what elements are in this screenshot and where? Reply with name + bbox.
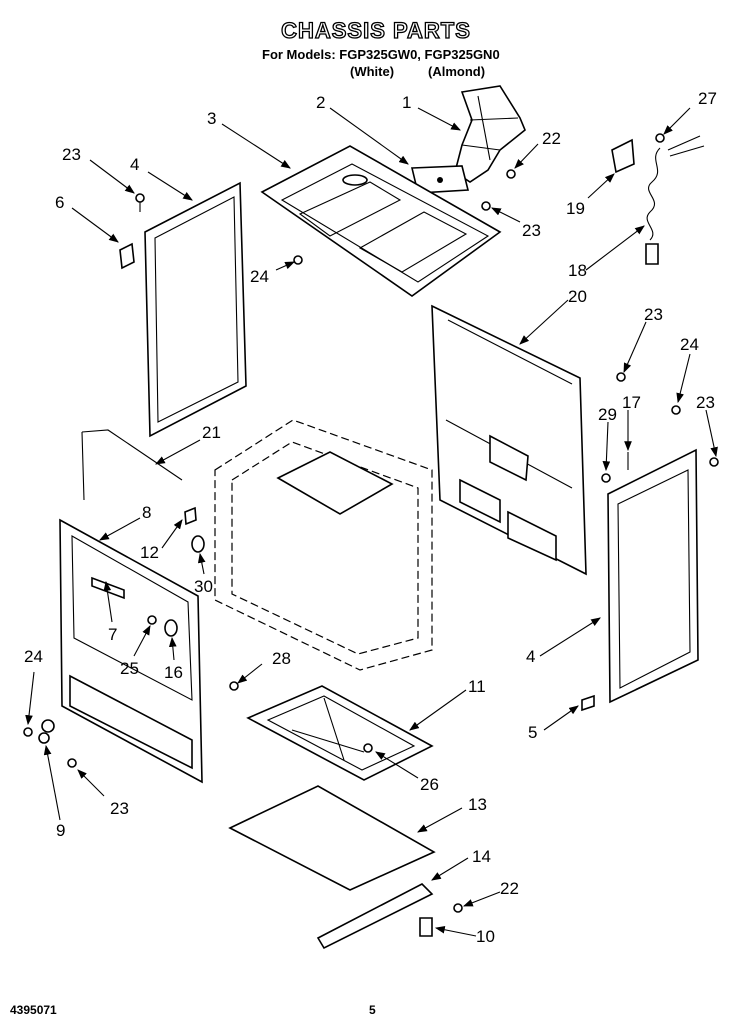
rail-part — [316, 883, 434, 950]
models-line: For Models: FGP325GW0, FGP325GN0 — [262, 47, 500, 62]
callout-24-top: 24 — [250, 267, 269, 286]
callout-2: 2 — [316, 93, 325, 112]
screw-part-22a — [506, 169, 516, 179]
callout-23-bottom: 23 — [110, 799, 129, 818]
page-title: CHASSIS PARTS — [280, 17, 471, 43]
callout-19: 19 — [566, 199, 585, 218]
screw-part-26 — [363, 743, 373, 753]
callout-26: 26 — [420, 775, 439, 794]
bottom-panel-part — [228, 785, 436, 891]
page-number: 5 — [369, 1003, 376, 1017]
callout-14: 14 — [472, 847, 491, 866]
callout-23-rear: 23 — [644, 305, 663, 324]
leveling-leg-part — [23, 719, 77, 768]
callout-23-top-left: 23 — [62, 145, 81, 164]
leveling-foot-part — [419, 917, 433, 937]
callout-8: 8 — [142, 503, 151, 522]
gasket-strip-part — [81, 429, 183, 501]
callout-16: 16 — [164, 663, 183, 682]
callout-23-right: 23 — [696, 393, 715, 412]
plug-button-part — [191, 535, 205, 553]
variant-white: (White) — [350, 64, 395, 79]
callout-3: 3 — [207, 109, 216, 128]
heat-deflector-part — [454, 85, 526, 183]
screw-part-23b — [481, 201, 491, 211]
callout-23-top: 23 — [522, 221, 541, 240]
callout-25: 25 — [120, 659, 139, 678]
power-cord-part — [611, 133, 705, 265]
callout-30: 30 — [194, 577, 213, 596]
screw-part-24b — [671, 405, 681, 415]
callout-18: 18 — [568, 261, 587, 280]
callout-24-left: 24 — [24, 647, 43, 666]
callout-1: 1 — [402, 93, 411, 112]
screw-part-29 — [601, 473, 611, 483]
variant-almond: (Almond) — [428, 64, 486, 79]
callout-7: 7 — [108, 625, 117, 644]
callout-6: 6 — [55, 193, 64, 212]
igniter-clip-part — [184, 506, 197, 526]
side-panel-left-part — [144, 181, 247, 438]
callout-22-top: 22 — [542, 129, 561, 148]
hole-plug-part — [164, 619, 178, 637]
callout-22-bottom: 22 — [500, 879, 519, 898]
callout-12: 12 — [140, 543, 159, 562]
side-panel-right-part — [607, 448, 699, 704]
callout-27: 27 — [698, 89, 717, 108]
callout-29: 29 — [598, 405, 617, 424]
callout-17: 17 — [622, 393, 641, 412]
rear-panel-part — [431, 304, 587, 576]
screw-part-22b — [453, 903, 463, 913]
callout-21: 21 — [202, 423, 221, 442]
clip-part — [119, 242, 135, 270]
screw-part-23a — [135, 193, 145, 212]
front-frame-part — [59, 518, 203, 784]
callout-24-right: 24 — [680, 335, 699, 354]
callout-13: 13 — [468, 795, 487, 814]
callout-20: 20 — [568, 287, 587, 306]
callout-9: 9 — [56, 821, 65, 840]
callout-4-right: 4 — [526, 647, 535, 666]
cooktop-support-part — [260, 145, 502, 297]
callout-28: 28 — [272, 649, 291, 668]
leader-lines — [25, 107, 718, 937]
oven-liner-part — [214, 419, 433, 671]
broiler-pan-part — [246, 685, 434, 781]
callout-4-left: 4 — [130, 155, 139, 174]
screw-part-24a — [293, 255, 303, 265]
screw-part-23d — [709, 457, 719, 467]
callout-5: 5 — [528, 723, 537, 742]
callout-11: 11 — [468, 677, 486, 696]
screw-part-23c — [616, 372, 626, 382]
screw-part-28 — [229, 681, 239, 691]
callout-labels: 1 2 3 4 23 6 22 23 24 27 19 18 20 23 24 … — [24, 89, 717, 946]
screw-part-25 — [147, 615, 157, 625]
clip-part-5 — [581, 694, 595, 712]
callout-10: 10 — [476, 927, 495, 946]
document-number: 4395071 — [10, 1003, 57, 1017]
